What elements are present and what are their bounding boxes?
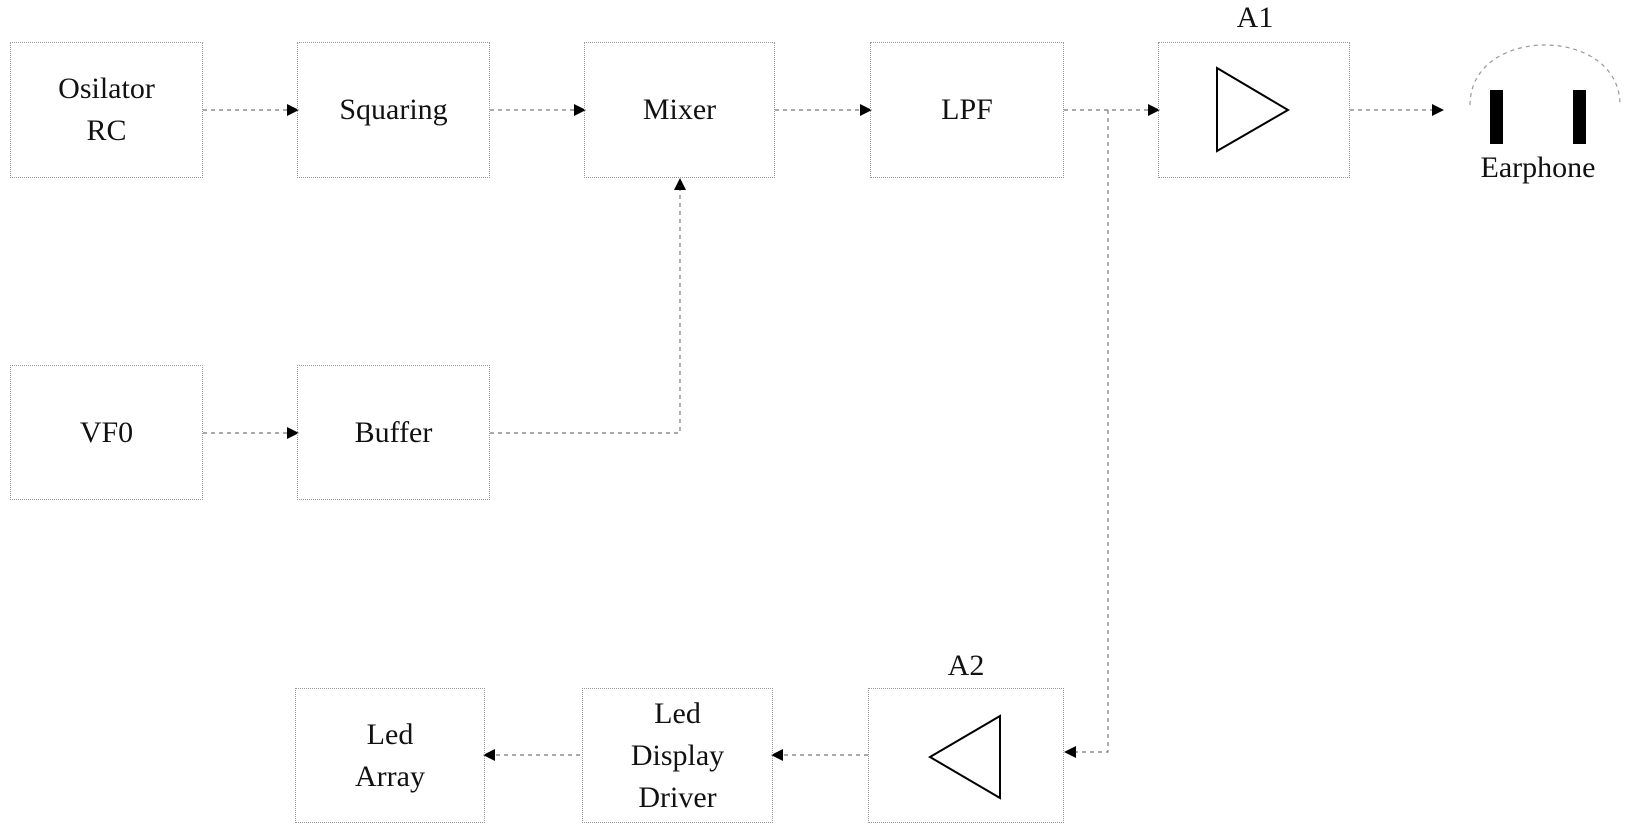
vfo-block: VF0: [10, 365, 203, 500]
buffer-block: Buffer: [297, 365, 490, 500]
mixer-block: Mixer: [584, 42, 775, 178]
amplifier-a2-label: A2: [947, 649, 985, 682]
squaring-block: Squaring: [297, 42, 490, 178]
osilator-rc-label: Osilator RC: [58, 72, 155, 147]
amplifier-a2-block: [868, 688, 1064, 823]
lpf-label: LPF: [941, 93, 993, 126]
amplifier-a1-label: A1: [1236, 1, 1274, 34]
led-display-driver-block: Led Display Driver: [582, 688, 773, 823]
amplifier-a1-icon: [1216, 66, 1290, 153]
amplifier-a2-icon: [928, 714, 1001, 800]
mixer-label: Mixer: [642, 93, 717, 126]
lpf-block: LPF: [870, 42, 1064, 178]
osilator-rc-block: Osilator RC: [10, 42, 203, 178]
vfo-label: VF0: [79, 415, 134, 449]
led-display-driver-label: Led Display Driver: [630, 696, 725, 814]
wire-tap-a2: [1064, 110, 1109, 758]
led-array-label: Led Array: [355, 717, 425, 793]
wire-buffer-mixer: [490, 178, 686, 434]
led-array-block: Led Array: [295, 688, 485, 823]
squaring-label: Squaring: [339, 93, 448, 126]
buffer-label: Buffer: [354, 415, 433, 449]
earphone-icon: [1469, 44, 1621, 144]
earphone-label: Earphone: [1480, 151, 1596, 184]
amplifier-a1-block: [1158, 42, 1350, 178]
